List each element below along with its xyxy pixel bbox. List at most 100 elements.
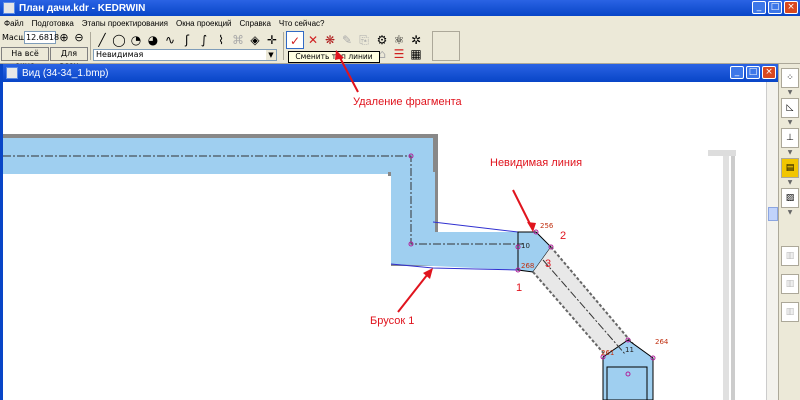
curve-tool-icon[interactable]: ∿: [164, 33, 176, 47]
menu-whats-now[interactable]: Что сейчас?: [278, 18, 325, 28]
raster-artifact: [731, 156, 735, 400]
diagonal-edge-bottom: [532, 271, 614, 365]
rt-view-icon[interactable]: ▤: [781, 158, 799, 178]
line-tool-icon[interactable]: ╱: [98, 33, 106, 47]
view-window: Вид (34-34_1.bmp) _ □ ×: [0, 64, 778, 400]
disabled-tool-icon: ⌘: [232, 33, 244, 47]
polyline-tool-icon[interactable]: ⌇: [218, 33, 224, 47]
point-marker[interactable]: [515, 244, 521, 250]
point-marker[interactable]: [408, 241, 414, 247]
annotation-bar-1: Брусок 1: [370, 315, 415, 327]
raster-artifact: [708, 150, 736, 156]
rt-disabled-icon: ▥: [781, 274, 799, 294]
chevron-down-icon[interactable]: ▼: [266, 50, 276, 60]
bar-1-outline-top: [432, 221, 519, 233]
table-tool-icon[interactable]: ▦: [410, 47, 422, 61]
right-toolbar: ⁘ ▼ ◺ ▼ ⊥ ▼ ▤ ▼ ▨ ▼ ▥ ▥ ▥: [778, 64, 800, 400]
arrow-delete-fragment-svg: [335, 50, 359, 93]
big-empty-button[interactable]: [432, 31, 460, 61]
rt-hatch-icon[interactable]: ▨: [781, 188, 799, 208]
arrow-head: [527, 222, 536, 232]
rt-expand-icon[interactable]: ▼: [787, 179, 793, 186]
fit-all-button[interactable]: На всё окно: [1, 47, 49, 70]
point-marker[interactable]: [515, 267, 521, 273]
menu-design-stages[interactable]: Этапы проектирования: [81, 18, 168, 28]
gear-red-icon[interactable]: ❋: [324, 33, 336, 47]
maximize-button[interactable]: □: [768, 1, 782, 14]
arrow-delete-fragment: [337, 53, 359, 93]
drawing-canvas[interactable]: 256 10 268 261 11 264 Удаление фрагмента…: [3, 82, 766, 400]
hatch-tool-icon[interactable]: ⚛: [393, 33, 405, 47]
menu-bar: Файл Подготовка Этапы проектирования Окн…: [0, 16, 800, 30]
axis-line: [3, 155, 523, 245]
arrow-bar-1: [397, 269, 432, 313]
point-label-268: 268: [521, 262, 534, 270]
axis-line-diagonal: [542, 259, 626, 355]
minimize-button[interactable]: _: [752, 1, 766, 14]
disabled-tool2-icon: ⌂: [378, 47, 386, 61]
point-label-11: 11: [625, 346, 634, 354]
white-area: [3, 176, 391, 400]
snap-point-icon[interactable]: ◈: [250, 33, 260, 47]
view-title-bar: Вид (34-34_1.bmp) _ □ ×: [3, 64, 778, 82]
close-button[interactable]: ×: [784, 1, 798, 14]
menu-projection-windows[interactable]: Окна проекций: [176, 18, 232, 28]
scrollbar-thumb[interactable]: [768, 207, 778, 221]
menu-help[interactable]: Справка: [239, 18, 271, 28]
for-all-button[interactable]: Для всех: [50, 47, 88, 70]
line-type-tool-icon[interactable]: ✓: [286, 31, 304, 49]
point-marker[interactable]: [625, 371, 631, 377]
app-title: План дачи.kdr - KEDRWIN: [19, 2, 146, 14]
point-label-264: 264: [655, 338, 669, 346]
layer-tool-icon[interactable]: ⚙: [376, 33, 388, 47]
line-type-select[interactable]: Невидимая ▼: [93, 49, 277, 61]
circle-tool-icon[interactable]: ◯: [112, 33, 126, 47]
arc-tool-icon[interactable]: ◔: [130, 33, 142, 47]
rt-expand-icon[interactable]: ▼: [787, 149, 793, 156]
scale-input[interactable]: 12.6818: [24, 31, 60, 44]
rt-disabled-icon: ▥: [781, 246, 799, 266]
point-marker[interactable]: [408, 153, 414, 159]
list-tool-icon[interactable]: ☰: [393, 47, 405, 61]
rt-disabled-icon: ▥: [781, 302, 799, 322]
zoom-in-icon[interactable]: ⊕: [59, 31, 69, 44]
snap-line-icon[interactable]: ✛: [266, 33, 278, 47]
rt-expand-icon[interactable]: ▼: [787, 119, 793, 126]
point-marker[interactable]: [533, 229, 539, 235]
point-marker[interactable]: [600, 354, 606, 360]
arrow-head: [335, 50, 344, 60]
rt-expand-icon[interactable]: ▼: [787, 209, 793, 216]
disabled-edit-icon: ✎: [341, 33, 353, 47]
bar-1-fill: [391, 232, 518, 270]
drawing-svg: 256 10 268 261 11 264: [3, 134, 736, 400]
scale-label: Масшт: [2, 33, 31, 42]
delete-fragment-icon[interactable]: ✕: [307, 33, 319, 47]
settings-tool-icon[interactable]: ✲: [410, 33, 422, 47]
point-marker[interactable]: [625, 337, 631, 343]
bezier-tool-icon[interactable]: ∫: [200, 33, 208, 47]
point-marker[interactable]: [650, 355, 656, 361]
point-label-10: 10: [521, 242, 530, 250]
line-type-value: Невидимая: [96, 50, 144, 59]
arc2-tool-icon[interactable]: ◕: [147, 33, 159, 47]
rt-expand-icon[interactable]: ▼: [787, 89, 793, 96]
view-maximize-button[interactable]: □: [746, 66, 760, 79]
rt-nodes-icon[interactable]: ⁘: [781, 68, 799, 88]
point-marker[interactable]: [548, 244, 554, 250]
point-label-256: 256: [540, 222, 554, 230]
view-title: Вид (34-34_1.bmp): [22, 67, 109, 79]
zoom-out-icon[interactable]: ⊖: [74, 31, 84, 44]
annotation-num-3: 3: [545, 258, 552, 270]
raster-artifact: [723, 156, 729, 400]
spline-tool-icon[interactable]: ʃ: [184, 33, 190, 47]
view-minimize-button[interactable]: _: [730, 66, 744, 79]
view-close-button[interactable]: ×: [762, 66, 776, 79]
annotation-delete-fragment: Удаление фрагмента: [353, 96, 462, 108]
menu-preparation[interactable]: Подготовка: [31, 18, 74, 28]
menu-file[interactable]: Файл: [4, 18, 24, 28]
rt-dimension-icon[interactable]: ⊥: [781, 128, 799, 148]
main-toolbar: Масшт 12.6818 ⊕ ⊖ На всё окно Для всех ╱…: [0, 30, 800, 70]
rt-section-icon[interactable]: ◺: [781, 98, 799, 118]
view-icon: [6, 67, 18, 79]
vertical-scrollbar[interactable]: [766, 82, 778, 400]
